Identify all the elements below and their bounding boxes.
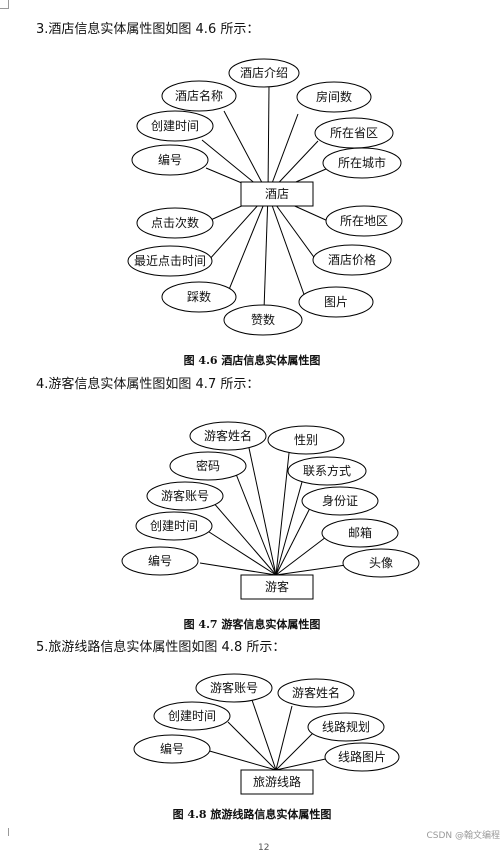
tourist-figure-caption: 图 4.7 游客信息实体属性图 [183, 618, 321, 631]
tourist-attr-idcard: 身份证 [322, 493, 358, 508]
hotel-figure-caption: 图 4.6 酒店信息实体属性图 [183, 354, 321, 367]
hotel-attr-province: 所在省区 [330, 126, 378, 140]
tourist-attr-id-ellipse [121, 546, 199, 576]
route-attr-image: 线路图片 [338, 749, 386, 764]
route-attr-plan-ellipse [307, 712, 385, 742]
hotel-attr-created-ellipse [136, 110, 214, 142]
tourist-attr-email: 邮箱 [348, 525, 372, 540]
section-heading-hotel: 3.酒店信息实体属性图如图 4.6 所示： [36, 22, 260, 37]
hotel-attr-dislikes-ellipse [161, 281, 237, 313]
hotel-attr-likes-ellipse [223, 304, 303, 336]
hotel-attr-rooms-ellipse [296, 81, 372, 113]
tourist-attr-avatar-ellipse [342, 548, 420, 578]
hotel-attr-last-click: 最近点击时间 [134, 254, 206, 268]
route-attr-id-ellipse [133, 734, 211, 764]
route-attr-tourist-name-ellipse [277, 678, 355, 708]
tourist-attr-password: 密码 [196, 458, 220, 473]
hotel-entity-box [240, 181, 314, 207]
tourist-attr-idcard-ellipse [301, 486, 379, 516]
tourist-attr-gender-ellipse [267, 425, 345, 455]
hotel-attr-id: 编号 [158, 152, 182, 167]
hotel-attr-name-ellipse [161, 80, 237, 112]
hotel-attr-clicks: 点击次数 [151, 215, 199, 230]
hotel-attr-intro-ellipse [228, 58, 300, 88]
route-attr-tourist-name: 游客姓名 [292, 685, 340, 700]
route-attr-plan: 线路规划 [322, 719, 370, 734]
hotel-attr-city-ellipse [322, 147, 402, 179]
tourist-attr-contact-ellipse [287, 456, 367, 486]
route-attr-created: 创建时间 [168, 709, 216, 723]
hotel-attr-dislikes: 踩数 [187, 289, 211, 304]
tourist-attr-created: 创建时间 [150, 519, 198, 533]
route-connector-lines [205, 699, 331, 771]
tourist-attr-avatar: 头像 [369, 556, 393, 570]
hotel-attr-city: 所在城市 [338, 155, 386, 170]
tourist-attr-account-ellipse [146, 481, 224, 511]
route-entity-label: 旅游线路 [253, 774, 301, 789]
section-heading-route: 5.旅游线路信息实体属性图如图 4.8 所示： [36, 640, 286, 655]
hotel-attr-created: 创建时间 [151, 119, 199, 133]
route-attr-image-ellipse [324, 742, 400, 772]
hotel-attr-image-ellipse [298, 286, 374, 318]
tourist-entity-box [240, 574, 314, 600]
route-attr-account: 游客账号 [210, 680, 258, 695]
hotel-attr-intro: 酒店介绍 [240, 66, 288, 80]
hotel-attr-id-ellipse [131, 144, 209, 176]
hotel-attr-last-click-ellipse [127, 245, 213, 277]
hotel-er-diagram: 酒店介绍 酒店名称 房间数 创建时间 所在省区 编号 所在城市 点击次数 所在地… [0, 55, 504, 345]
tourist-attr-gender: 性别 [294, 433, 318, 447]
hotel-attr-area: 所在地区 [340, 214, 388, 228]
tourist-attr-password-ellipse [169, 451, 247, 481]
tourist-attr-account: 游客账号 [161, 488, 209, 503]
section-heading-tourist: 4.游客信息实体属性图如图 4.7 所示： [36, 377, 260, 392]
tourist-attr-created-ellipse [135, 511, 213, 541]
tourist-attr-contact: 联系方式 [303, 463, 351, 478]
hotel-entity-label: 酒店 [265, 187, 289, 201]
hotel-attr-image: 图片 [324, 295, 348, 309]
tourist-entity-label: 游客 [265, 579, 289, 594]
route-attr-account-ellipse [195, 673, 273, 703]
tourist-connector-lines [199, 447, 347, 576]
hotel-attr-area-ellipse [325, 205, 403, 237]
page-number: 12 [258, 843, 270, 853]
route-er-diagram: 游客账号 游客姓名 创建时间 线路规划 编号 线路图片 旅游线路 [0, 672, 504, 798]
tourist-er-diagram: 游客姓名 性别 密码 联系方式 游客账号 身份证 创建时间 邮箱 编号 头像 游… [0, 420, 504, 602]
route-entity-box [240, 769, 314, 795]
hotel-attr-name: 酒店名称 [175, 88, 223, 103]
hotel-attr-clicks-ellipse [136, 207, 214, 239]
csdn-watermark: CSDN @翰文编程 [426, 831, 500, 841]
page-corner-mark [0, 0, 9, 9]
tourist-attr-email-ellipse [321, 518, 399, 548]
tourist-attr-name: 游客姓名 [204, 428, 252, 443]
hotel-attr-likes: 赞数 [251, 312, 275, 327]
route-figure-caption: 图 4.8 旅游线路信息实体属性图 [172, 808, 332, 821]
route-attr-id: 编号 [160, 741, 184, 756]
tourist-attr-id: 编号 [148, 553, 172, 568]
hotel-attr-price: 酒店价格 [328, 252, 376, 267]
route-attr-created-ellipse [153, 701, 231, 731]
hotel-attr-rooms: 房间数 [316, 89, 352, 104]
page-corner-mark-bottom [0, 828, 9, 836]
hotel-attr-price-ellipse [312, 244, 392, 276]
tourist-attr-name-ellipse [189, 421, 267, 451]
